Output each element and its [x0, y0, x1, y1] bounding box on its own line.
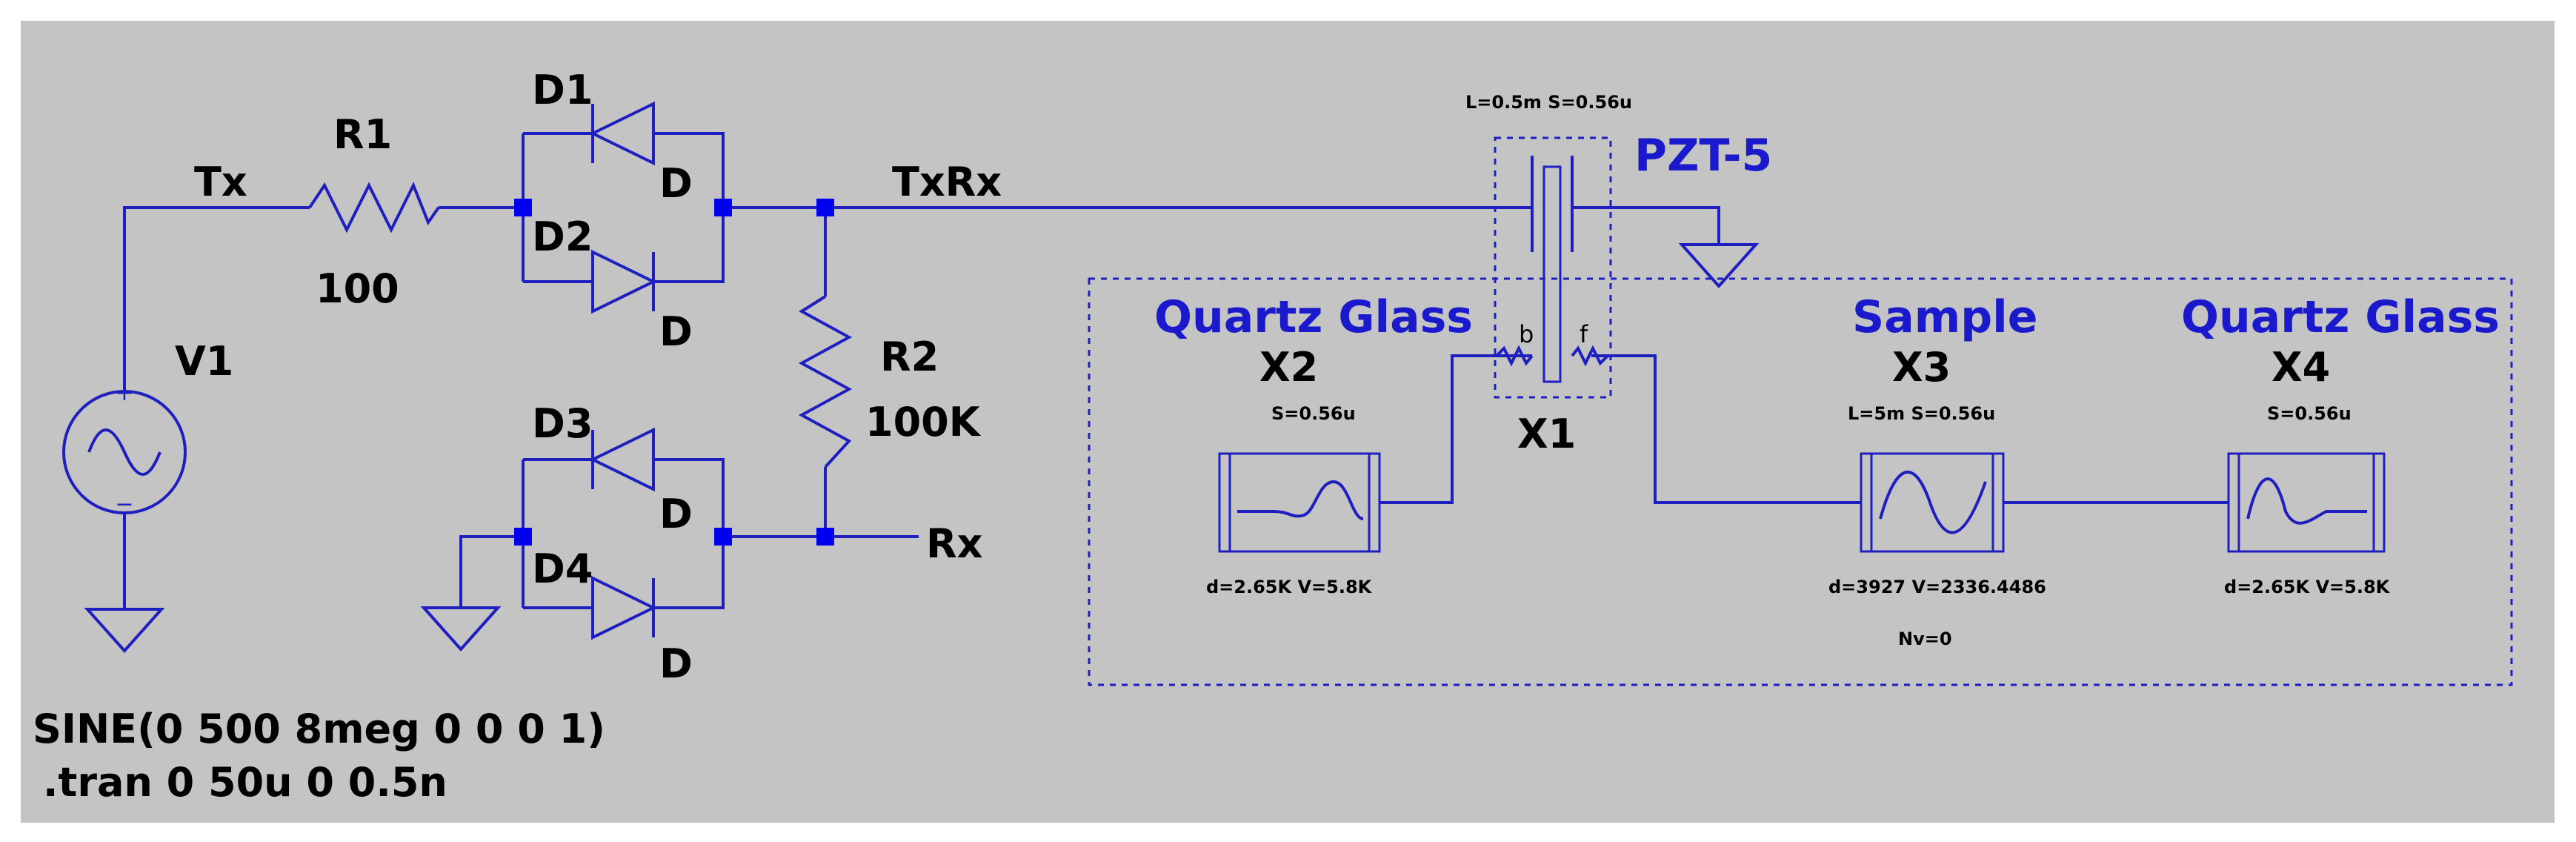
x4-quartz-glass-block[interactable]: [2227, 452, 2386, 553]
x2-params-bottom: d=2.65K V=5.8K: [1206, 577, 1373, 597]
r1-resistor[interactable]: [308, 182, 440, 233]
diode-d2[interactable]: [591, 249, 657, 314]
x3-params-bottom: d=3927 V=2336.4486: [1828, 577, 2046, 597]
x1-pzt-transducer[interactable]: [1494, 136, 1612, 399]
diode-d4[interactable]: [591, 575, 657, 640]
junction-dot: [714, 199, 732, 216]
x2-title: Quartz Glass: [1154, 291, 1473, 343]
x3-params-top: L=5m S=0.56u: [1848, 403, 1995, 424]
r1-value: 100: [316, 265, 399, 312]
net-label-txrx: TxRx: [892, 159, 1002, 205]
ground-symbol: [420, 606, 502, 652]
r1-label: R1: [333, 111, 392, 158]
x3-label: X3: [1892, 344, 1951, 391]
v1-sine-source[interactable]: + −: [62, 380, 187, 517]
d2-label: D2: [532, 213, 593, 260]
d2-model: D: [659, 308, 693, 355]
x1-port-b: b: [1519, 320, 1534, 348]
r2-label: R2: [880, 334, 939, 380]
junction-dot: [816, 528, 834, 546]
d4-label: D4: [532, 546, 593, 592]
ground-symbol: [1678, 243, 1760, 289]
x3-title: Sample: [1852, 291, 2037, 343]
svg-text:−: −: [115, 491, 133, 517]
x4-params-top: S=0.56u: [2267, 403, 2352, 424]
v1-label: V1: [175, 338, 233, 385]
d1-label: D1: [532, 67, 593, 113]
x2-params-top: S=0.56u: [1271, 403, 1356, 424]
diode-d1[interactable]: [589, 101, 655, 166]
r2-resistor[interactable]: [798, 295, 853, 468]
junction-dots: [514, 199, 834, 546]
x1-label: X1: [1517, 411, 1576, 457]
svg-text:+: +: [115, 380, 133, 406]
ground-symbol: [84, 608, 165, 654]
net-label-rx: Rx: [926, 520, 983, 567]
schematic-background: [21, 21, 2555, 823]
x2-quartz-glass-block[interactable]: [1218, 452, 1381, 553]
junction-dot: [714, 528, 732, 546]
r2-value: 100K: [865, 399, 982, 445]
tran-directive: .tran 0 50u 0 0.5n: [43, 759, 447, 806]
x1-params: L=0.5m S=0.56u: [1465, 92, 1632, 113]
x4-title: Quartz Glass: [2181, 291, 2500, 343]
junction-dot: [514, 528, 532, 546]
d1-model: D: [659, 160, 693, 207]
x1-title: PZT-5: [1634, 130, 1772, 182]
d3-label: D3: [532, 400, 593, 447]
transmission-line-group-frame: [1088, 277, 2513, 686]
x4-params-bottom: d=2.65K V=5.8K: [2224, 577, 2391, 597]
x3-nv: Nv=0: [1898, 629, 1952, 649]
x4-label: X4: [2272, 344, 2330, 391]
x3-sample-block[interactable]: [1860, 452, 2005, 553]
source-directive: SINE(0 500 8meg 0 0 0 1): [33, 706, 605, 752]
junction-dot: [514, 199, 532, 216]
x1-port-f: f: [1580, 320, 1588, 348]
x2-label: X2: [1259, 344, 1318, 391]
d4-model: D: [659, 640, 693, 687]
diode-d3[interactable]: [589, 427, 655, 492]
wires: [123, 132, 2229, 609]
junction-dot: [816, 199, 834, 216]
d3-model: D: [659, 491, 693, 537]
net-label-tx: Tx: [194, 159, 247, 205]
